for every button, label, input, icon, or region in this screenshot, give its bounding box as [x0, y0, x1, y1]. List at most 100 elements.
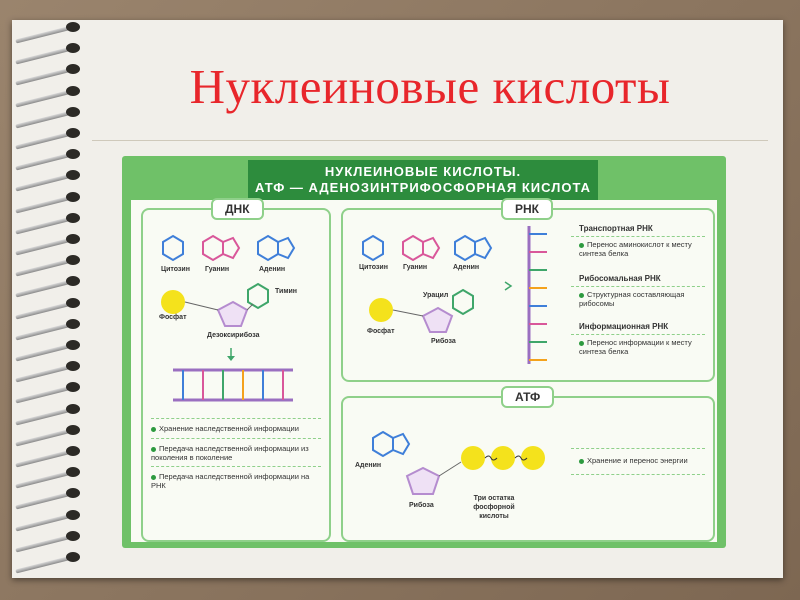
atp-molecule-diagram: [372, 430, 545, 495]
dna-tab: ДНК: [211, 198, 264, 220]
binding-ring: [14, 43, 82, 65]
dna-function-item: Передача наследственной информации на РН…: [151, 472, 321, 490]
ribose-ring: [421, 306, 454, 333]
binding-hole: [66, 212, 80, 223]
bullet-icon: [579, 340, 584, 346]
uracil-ring: [452, 288, 474, 316]
rna-nucleotide-diagram: [369, 288, 474, 333]
binding-ring: [14, 64, 82, 86]
binding-ring: [14, 276, 82, 298]
binding-ring: [14, 255, 82, 277]
binding-hole: [66, 530, 80, 541]
dna-nucleotide-diagram: [161, 282, 269, 327]
dna-base-label: Гуанин: [205, 266, 230, 273]
binding-ring: [14, 467, 82, 489]
binding-hole: [66, 43, 80, 54]
binding-hole: [66, 170, 80, 181]
thymine-label: Тимин: [275, 288, 298, 295]
bullet-icon: [579, 292, 584, 298]
divider: [571, 286, 705, 287]
binding-hole: [66, 276, 80, 287]
dna-function-text: Передача наследственной информации из по…: [151, 444, 309, 462]
binding-hole: [66, 64, 80, 75]
divider: [151, 418, 321, 419]
dna-double-helix-diagram: [173, 348, 293, 402]
binding-hole: [66, 446, 80, 456]
binding-ring: [14, 446, 82, 468]
binding-hole: [66, 128, 80, 138]
slide-title: Нуклеиновые кислоты: [189, 59, 671, 114]
binding-hole: [66, 106, 80, 117]
binding-ring: [14, 149, 82, 171]
adenine-molecule: [257, 234, 296, 262]
phosphates-label: Три остатка фосфорной кислоты: [473, 495, 515, 520]
binding-hole: [66, 467, 80, 478]
rna-base-label: Гуанин: [403, 264, 428, 271]
phosphate-label: Фосфат: [159, 314, 187, 321]
binding-ring: [14, 85, 82, 108]
rna-type-name: Информационная РНК: [579, 322, 669, 331]
bullet-icon: [579, 242, 584, 248]
divider: [571, 236, 705, 237]
binding-hole: [66, 488, 80, 499]
binding-ring: [14, 191, 82, 214]
spiral-binding: [0, 22, 90, 578]
atp-panel: АТФ Аденин Рибоза Три остатка фосфорной …: [341, 386, 715, 542]
uracil-label: Урацил: [423, 292, 449, 299]
dna-bases-diagram: [162, 234, 296, 262]
divider: [571, 334, 705, 335]
binding-ring: [14, 382, 82, 404]
bullet-icon: [151, 426, 156, 432]
deoxyribose-label: Дезоксирибоза: [207, 332, 260, 339]
rna-panel: РНК Цитозин Гуанин Аденин Урацил Фосфат …: [341, 198, 715, 382]
poster-title: НУКЛЕИНОВЫЕ КИСЛОТЫ. АТФ — АДЕНОЗИНТРИФО…: [248, 160, 598, 200]
rna-type-desc-text: Структурная составляющая рибосомы: [579, 290, 685, 308]
binding-hole: [66, 340, 80, 350]
binding-hole: [66, 382, 80, 393]
divider: [151, 466, 321, 467]
ribose-ring: [405, 466, 441, 495]
rna-strand-diagram: [504, 226, 547, 364]
phosphate-group: [461, 446, 485, 470]
bullet-icon: [579, 458, 584, 464]
dna-function-text: Хранение наследственной информации: [159, 424, 299, 433]
binding-hole: [66, 149, 80, 160]
rna-base-label: Аденин: [453, 264, 480, 271]
divider: [571, 474, 705, 475]
binding-hole: [66, 509, 80, 520]
binding-ring: [14, 106, 82, 129]
binding-ring: [14, 22, 82, 44]
rna-type-desc: Перенос аминокислот к месту синтеза белк…: [579, 240, 703, 258]
cytosine-molecule: [162, 234, 184, 262]
divider: [151, 438, 321, 439]
rna-type-desc-text: Перенос информации к месту синтеза белка: [579, 338, 692, 356]
binding-hole: [66, 234, 80, 244]
rna-type-desc-text: Перенос аминокислот к месту синтеза белк…: [579, 240, 692, 258]
thymine-ring: [247, 282, 269, 310]
rna-type-desc: Перенос информации к месту синтеза белка: [579, 338, 703, 356]
dna-function-text: Передача наследственной информации на РН…: [151, 472, 310, 490]
binding-hole: [66, 318, 80, 329]
atp-function-text: Хранение и перенос энергии: [587, 456, 688, 465]
phosphate-group: [491, 446, 515, 470]
deoxyribose-ring: [216, 300, 249, 327]
binding-hole: [66, 22, 80, 32]
poster-content: ДНК Цитозин Гуанин Аденин: [131, 198, 717, 542]
dna-panel: ДНК Цитозин Гуанин Аденин: [141, 198, 331, 542]
binding-ring: [14, 318, 82, 341]
adenine-ring: [372, 430, 394, 458]
title-divider: [92, 140, 768, 141]
atp-tab: АТФ: [501, 386, 555, 408]
binding-ring: [14, 234, 82, 256]
atp-function-item: Хранение и перенос энергии: [579, 456, 703, 465]
dna-function-item: Передача наследственной информации из по…: [151, 444, 321, 462]
binding-hole: [66, 361, 80, 372]
rna-base-label: Цитозин: [359, 264, 388, 271]
rna-type-desc: Структурная составляющая рибосомы: [579, 290, 703, 308]
bullet-icon: [151, 474, 156, 480]
phosphate-group: [521, 446, 545, 470]
adenine-label: Аденин: [355, 462, 382, 469]
dna-function-item: Хранение наследственной информации: [151, 424, 321, 433]
binding-ring: [14, 361, 82, 383]
binding-hole: [66, 191, 80, 202]
